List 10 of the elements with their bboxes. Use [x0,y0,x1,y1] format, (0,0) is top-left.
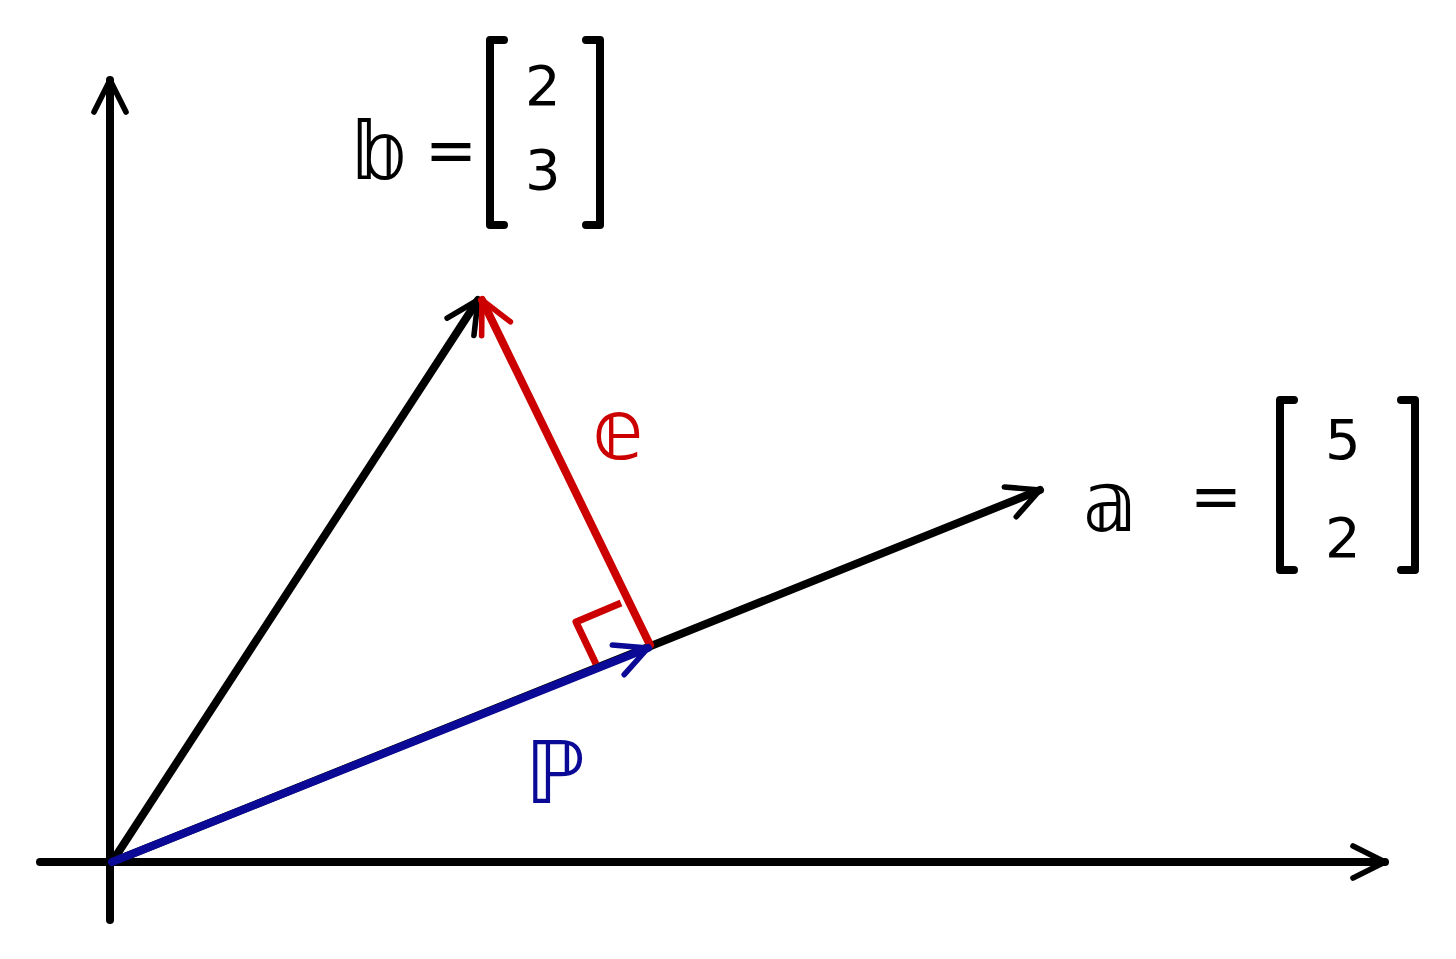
vector-name: ℙ [525,730,586,816]
vector-name: 𝕒 [1082,460,1138,544]
matrix-entry: 3 [525,142,561,198]
matrix-entry: 2 [1325,510,1361,566]
vector-name: 𝕓 [352,112,409,192]
vector-name: 𝕖 [592,388,644,472]
equals-sign: = [425,120,477,182]
matrix-entry: 5 [1325,412,1361,468]
equals-sign: = [1190,466,1242,528]
matrix-entry: 2 [525,58,561,114]
